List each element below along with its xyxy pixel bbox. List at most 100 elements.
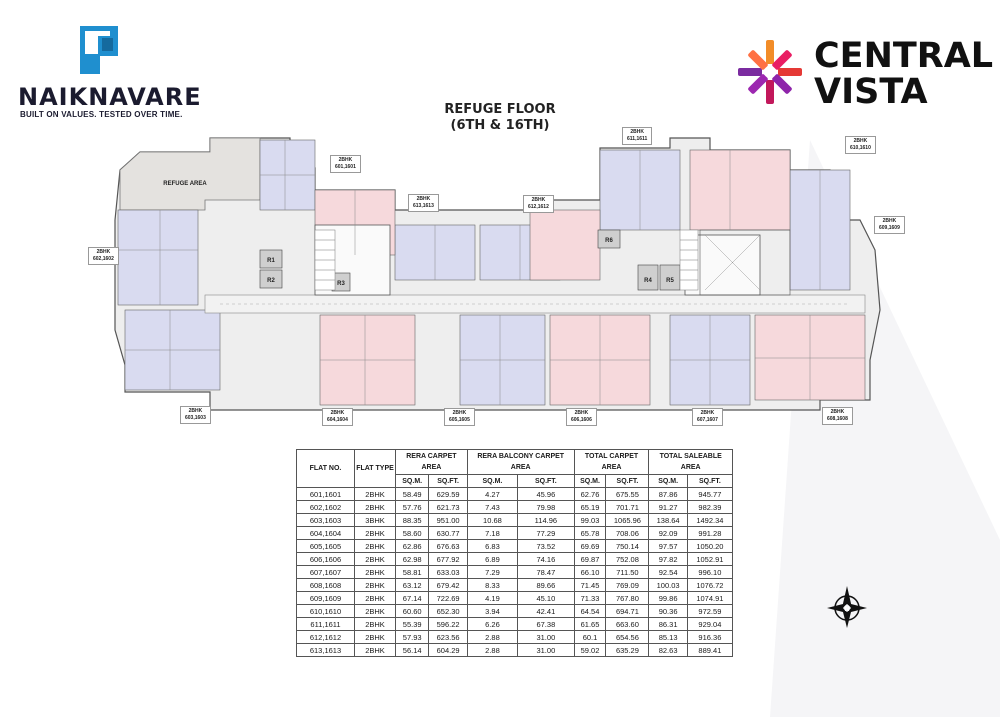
table-cell: 711.50 bbox=[605, 565, 650, 579]
table-cell: 633.03 bbox=[428, 565, 468, 579]
table-cell: 2.88 bbox=[466, 630, 519, 644]
lift-r4-label: R4 bbox=[644, 278, 652, 284]
table-cell: 722.69 bbox=[428, 591, 468, 605]
table-cell: 635.29 bbox=[605, 643, 650, 657]
table-cell: 57.93 bbox=[394, 630, 430, 644]
central-vista-emblem bbox=[738, 40, 802, 104]
table-cell: 58.81 bbox=[394, 565, 430, 579]
subheader-sqm: SQ.M. bbox=[394, 474, 430, 488]
table-cell: 78.47 bbox=[517, 565, 575, 579]
table-cell: 2BHK bbox=[354, 487, 396, 501]
table-cell: 69.69 bbox=[573, 539, 607, 553]
table-cell: 654.56 bbox=[605, 630, 650, 644]
table-cell: 610,1610 bbox=[296, 604, 355, 618]
table-cell: 769.09 bbox=[605, 578, 650, 592]
table-cell: 601,1601 bbox=[296, 487, 355, 501]
flat-pink-3 bbox=[689, 149, 791, 231]
plan-title-line1: REFUGE FLOOR bbox=[444, 102, 556, 117]
table-cell: 982.39 bbox=[686, 500, 734, 514]
compass-label: N bbox=[844, 606, 849, 613]
table-cell: 675.55 bbox=[605, 487, 650, 501]
table-cell: 2.88 bbox=[466, 643, 519, 657]
table-cell: 606,1606 bbox=[296, 552, 355, 566]
table-cell: 62.98 bbox=[394, 552, 430, 566]
table-cell: 613,1613 bbox=[296, 643, 355, 657]
table-cell: 612,1612 bbox=[296, 630, 355, 644]
table-cell: 4.19 bbox=[466, 591, 519, 605]
table-cell: 694.71 bbox=[605, 604, 650, 618]
table-cell: 2BHK bbox=[354, 526, 396, 540]
table-cell: 45.96 bbox=[517, 487, 575, 501]
brand-name: NAIKNAVARE bbox=[18, 83, 202, 111]
table-cell: 60.60 bbox=[394, 604, 430, 618]
table-cell: 605,1605 bbox=[296, 539, 355, 553]
table-cell: 2BHK bbox=[354, 578, 396, 592]
table-cell: 2BHK bbox=[354, 539, 396, 553]
table-cell: 57.76 bbox=[394, 500, 430, 514]
table-cell: 31.00 bbox=[517, 630, 575, 644]
north-compass-icon: N bbox=[827, 586, 867, 628]
table-cell: 676.63 bbox=[428, 539, 468, 553]
table-cell: 677.92 bbox=[428, 552, 468, 566]
table-cell: 62.76 bbox=[573, 487, 607, 501]
project-name-line1: CENTRAL bbox=[814, 36, 994, 76]
table-cell: 1076.72 bbox=[686, 578, 734, 592]
table-cell: 89.66 bbox=[517, 578, 575, 592]
table-cell: 621.73 bbox=[428, 500, 468, 514]
table-cell: 6.26 bbox=[466, 617, 519, 631]
table-cell: 3BHK bbox=[354, 513, 396, 527]
table-cell: 71.33 bbox=[573, 591, 607, 605]
lift-r5-label: R5 bbox=[666, 278, 674, 284]
table-cell: 92.09 bbox=[648, 526, 688, 540]
table-cell: 99.03 bbox=[573, 513, 607, 527]
table-cell: 1492.34 bbox=[686, 513, 734, 527]
table-cell: 2BHK bbox=[354, 617, 396, 631]
table-cell: 750.14 bbox=[605, 539, 650, 553]
table-cell: 608,1608 bbox=[296, 578, 355, 592]
staircase bbox=[314, 229, 699, 291]
table-cell: 603,1603 bbox=[296, 513, 355, 527]
area-table: FLAT NO. FLAT TYPE RERA CARPET AREA RERA… bbox=[296, 449, 734, 657]
table-cell: 1065.96 bbox=[605, 513, 650, 527]
table-cell: 85.13 bbox=[648, 630, 688, 644]
table-cell: 138.64 bbox=[648, 513, 688, 527]
subheader-sqft: SQ.FT. bbox=[428, 474, 468, 488]
lift-r2-label: R2 bbox=[267, 278, 275, 284]
table-cell: 77.29 bbox=[517, 526, 575, 540]
table-cell: 63.12 bbox=[394, 578, 430, 592]
table-cell: 991.28 bbox=[686, 526, 734, 540]
table-cell: 91.27 bbox=[648, 500, 688, 514]
table-cell: 88.35 bbox=[394, 513, 430, 527]
header-rera-carpet: RERA CARPET AREA bbox=[395, 449, 468, 475]
table-cell: 73.52 bbox=[517, 539, 575, 553]
table-cell: 86.31 bbox=[648, 617, 688, 631]
table-cell: 4.27 bbox=[466, 487, 519, 501]
table-cell: 71.45 bbox=[573, 578, 607, 592]
table-cell: 701.71 bbox=[605, 500, 650, 514]
table-cell: 79.98 bbox=[517, 500, 575, 514]
table-cell: 2BHK bbox=[354, 630, 396, 644]
project-name: CENTRAL VISTA bbox=[814, 38, 993, 110]
table-cell: 64.54 bbox=[573, 604, 607, 618]
table-cell: 87.86 bbox=[648, 487, 688, 501]
table-cell: 92.54 bbox=[648, 565, 688, 579]
table-cell: 708.06 bbox=[605, 526, 650, 540]
table-cell: 889.41 bbox=[686, 643, 734, 657]
